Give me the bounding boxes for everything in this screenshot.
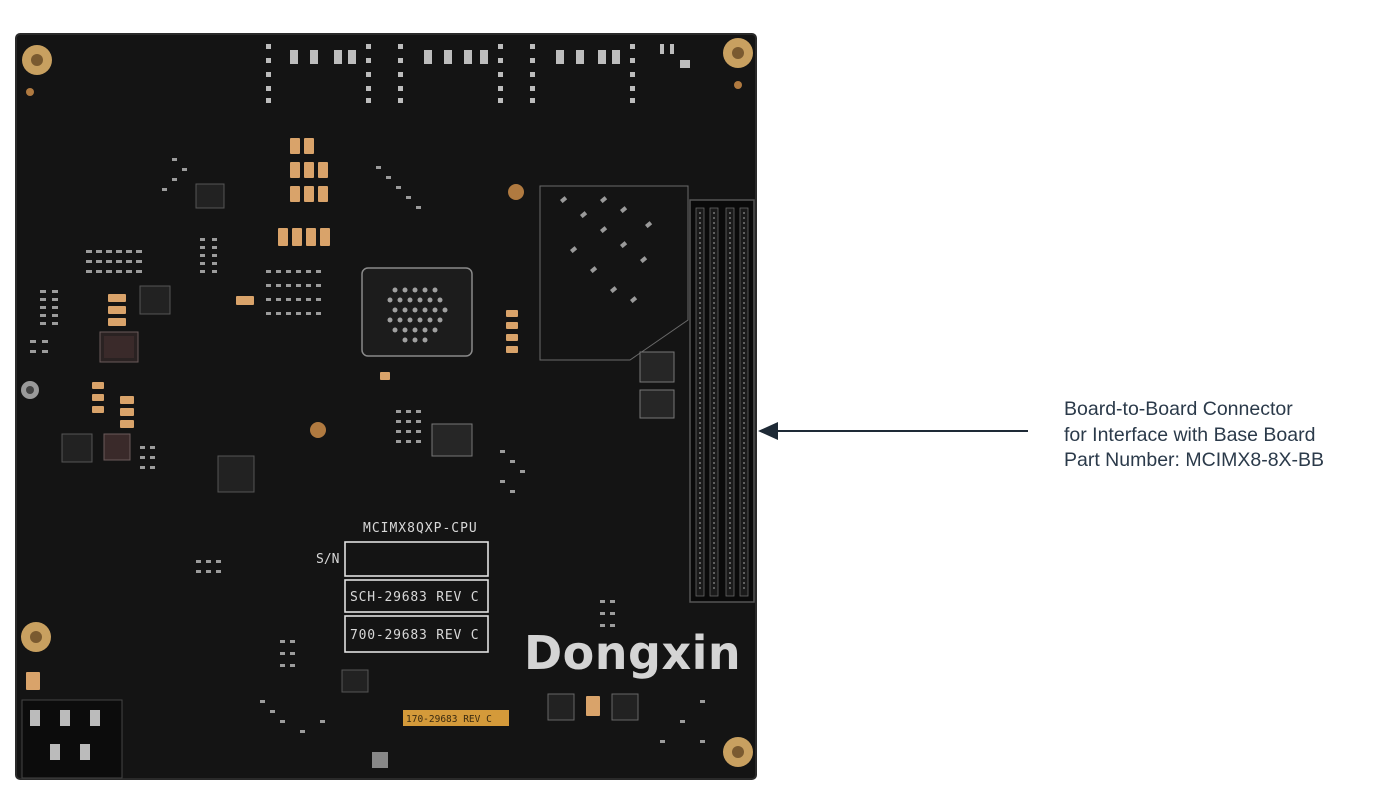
jack-connector <box>21 699 123 779</box>
assembly-revision-label: 700-29683 REV C <box>350 628 479 643</box>
callout-arrow <box>758 422 1028 440</box>
silkscreen-label-boxes <box>344 541 489 653</box>
diagonal-components <box>560 196 653 304</box>
ic-chips <box>61 183 675 768</box>
capacitor-pads <box>26 138 600 716</box>
board-to-board-connector <box>689 199 755 603</box>
shield-outline <box>539 185 689 361</box>
annotation-line-1: Board-to-Board Connector <box>1064 398 1293 420</box>
annotation-line-2: for Interface with Base Board <box>1064 423 1316 446</box>
top-component-rows <box>266 44 690 103</box>
watermark: Dongxin <box>524 626 742 680</box>
annotation-line-3: Part Number: MCIMX8-8X-BB <box>1064 449 1325 471</box>
mounting-holes <box>21 38 753 767</box>
passive-components <box>30 158 705 743</box>
connector-annotation: Board-to-Board Connector for Interface w… <box>1064 397 1394 474</box>
fab-label-background <box>403 710 509 726</box>
schematic-revision-label: SCH-29683 REV C <box>350 590 479 605</box>
pcb-board <box>16 34 756 779</box>
cpu-package <box>361 267 473 357</box>
fab-revision-label: 170-29683 REV C <box>406 714 492 725</box>
board-model-label: MCIMX8QXP-CPU <box>363 521 478 536</box>
serial-number-label: S/N <box>316 552 339 567</box>
